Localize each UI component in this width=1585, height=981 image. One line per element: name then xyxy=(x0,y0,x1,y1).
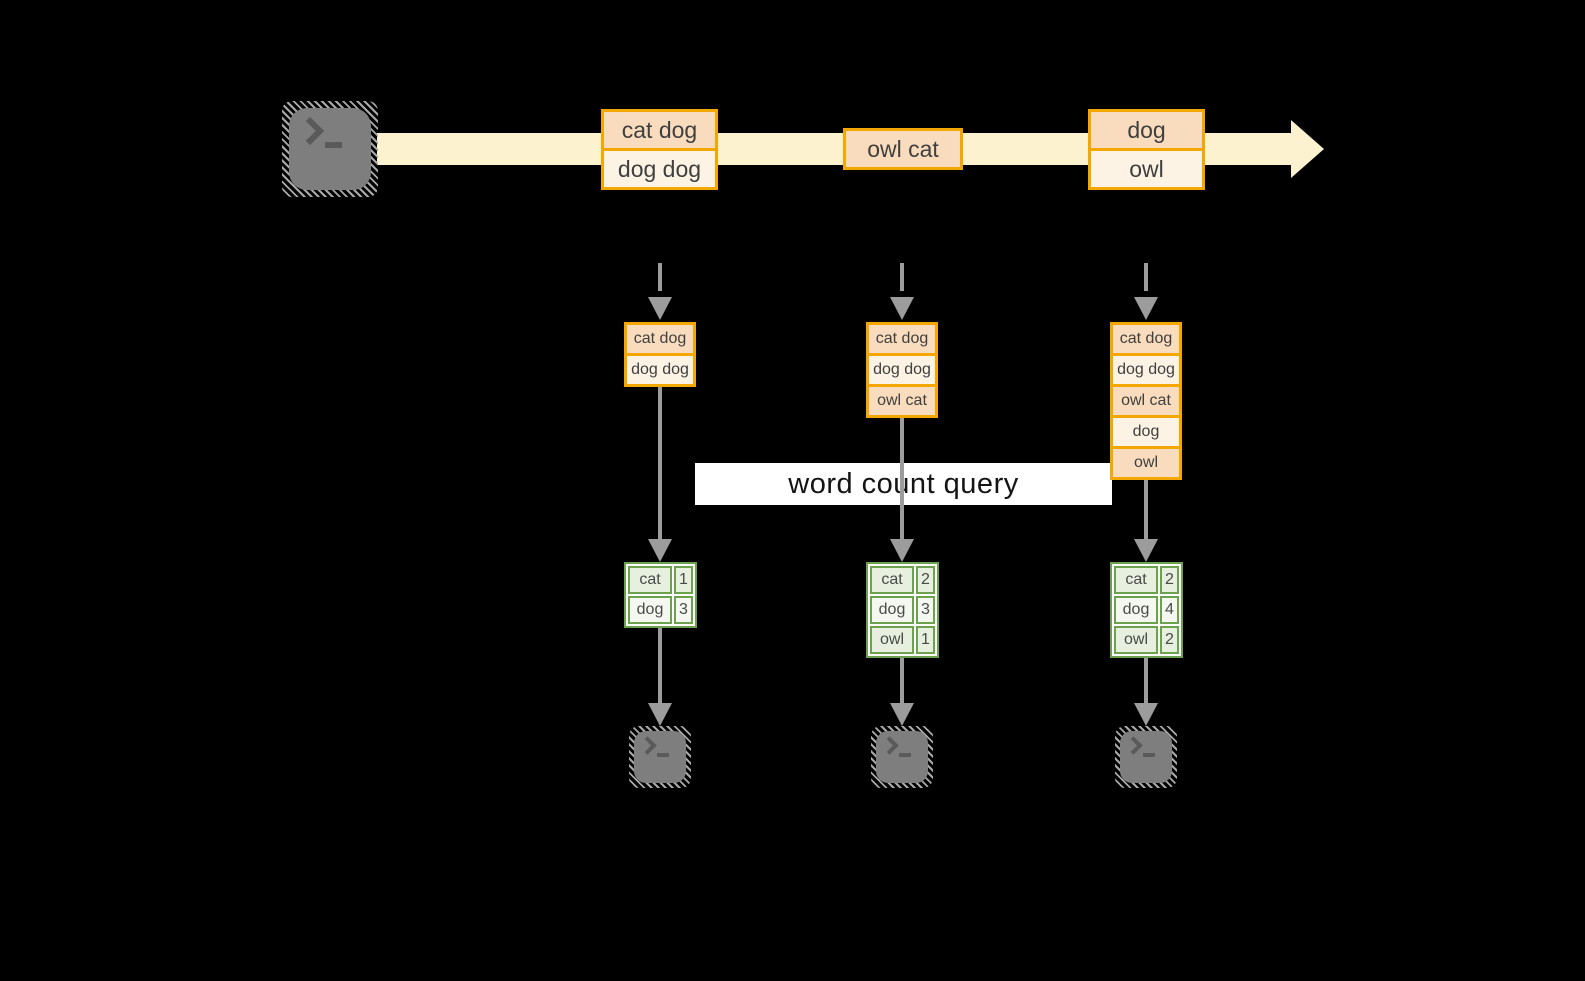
event-record: dog xyxy=(1091,112,1202,148)
count-cell: 4 xyxy=(1160,596,1179,624)
event-record: owl xyxy=(1091,151,1202,187)
table-to-sink-arrowhead-icon xyxy=(648,703,672,726)
stream-event-box-1: cat dog dog dog xyxy=(601,109,718,190)
word-cell: cat xyxy=(1114,566,1158,594)
state-record: dog dog xyxy=(869,356,935,384)
table-to-sink-arrowhead-icon xyxy=(890,703,914,726)
state-record: cat dog xyxy=(1113,325,1179,353)
count-cell: 2 xyxy=(1160,626,1179,654)
word-cell: cat xyxy=(870,566,914,594)
word-cell: owl xyxy=(1114,626,1158,654)
state-box-1: cat dog dog dog xyxy=(624,322,696,387)
word-cell: dog xyxy=(870,596,914,624)
count-cell: 2 xyxy=(916,566,935,594)
count-cell: 2 xyxy=(1160,566,1179,594)
event-record: cat dog xyxy=(604,112,715,148)
state-record: dog xyxy=(1113,418,1179,446)
sink-terminal-icon-2 xyxy=(871,726,933,788)
prompt-underscore-icon xyxy=(657,753,669,757)
state-record: dog dog xyxy=(1113,356,1179,384)
stream-event-box-3: dog owl xyxy=(1088,109,1205,190)
word-cell: dog xyxy=(1114,596,1158,624)
prompt-underscore-icon xyxy=(899,753,911,757)
state-to-table-arrowhead-icon xyxy=(1134,539,1158,562)
state-to-table-line xyxy=(658,387,662,541)
count-cell: 3 xyxy=(916,596,935,624)
event-record: dog dog xyxy=(604,151,715,187)
terminal-screen xyxy=(634,731,686,783)
prompt-chevron-icon xyxy=(638,736,657,755)
state-to-table-arrowhead-icon xyxy=(648,539,672,562)
stream-to-state-arrowhead-icon xyxy=(890,297,914,320)
state-box-2: cat dog dog dog owl cat xyxy=(866,322,938,418)
event-record: owl cat xyxy=(846,131,960,167)
stream-event-box-2: owl cat xyxy=(843,128,963,170)
stream-arrowhead-icon xyxy=(1291,120,1324,178)
table-to-sink-line xyxy=(658,628,662,703)
state-to-table-line xyxy=(900,418,904,541)
state-record: owl xyxy=(1113,449,1179,477)
stream-to-state-arrowhead-icon xyxy=(1134,297,1158,320)
stream-to-state-dash xyxy=(658,263,662,291)
table-to-sink-line xyxy=(1144,658,1148,703)
prompt-chevron-icon xyxy=(880,736,899,755)
state-record: cat dog xyxy=(869,325,935,353)
count-cell: 1 xyxy=(916,626,935,654)
state-record: dog dog xyxy=(627,356,693,384)
sink-terminal-icon-1 xyxy=(629,726,691,788)
state-record: cat dog xyxy=(627,325,693,353)
prompt-underscore-icon xyxy=(1143,753,1155,757)
state-to-table-line xyxy=(1144,480,1148,541)
sink-terminal-icon-3 xyxy=(1115,726,1177,788)
prompt-chevron-icon xyxy=(295,116,325,146)
stream-to-state-arrowhead-icon xyxy=(648,297,672,320)
word-cell: dog xyxy=(628,596,672,624)
table-to-sink-line xyxy=(900,658,904,703)
table-to-sink-arrowhead-icon xyxy=(1134,703,1158,726)
prompt-underscore-icon xyxy=(325,142,342,148)
word-count-table-2: cat 2 dog 3 owl 1 xyxy=(866,562,939,658)
state-record: owl cat xyxy=(869,387,935,415)
state-box-3: cat dog dog dog owl cat dog owl xyxy=(1110,322,1182,480)
terminal-screen xyxy=(289,108,371,190)
word-count-table-1: cat 1 dog 3 xyxy=(624,562,697,628)
stream-to-state-dash xyxy=(1144,263,1148,291)
terminal-screen xyxy=(876,731,928,783)
word-cell: owl xyxy=(870,626,914,654)
word-count-table-3: cat 2 dog 4 owl 2 xyxy=(1110,562,1183,658)
terminal-screen xyxy=(1120,731,1172,783)
count-cell: 1 xyxy=(674,566,693,594)
word-cell: cat xyxy=(628,566,672,594)
state-to-table-arrowhead-icon xyxy=(890,539,914,562)
prompt-chevron-icon xyxy=(1124,736,1143,755)
stream-to-state-dash xyxy=(900,263,904,291)
state-record: owl cat xyxy=(1113,387,1179,415)
source-terminal-icon xyxy=(282,101,378,197)
count-cell: 3 xyxy=(674,596,693,624)
